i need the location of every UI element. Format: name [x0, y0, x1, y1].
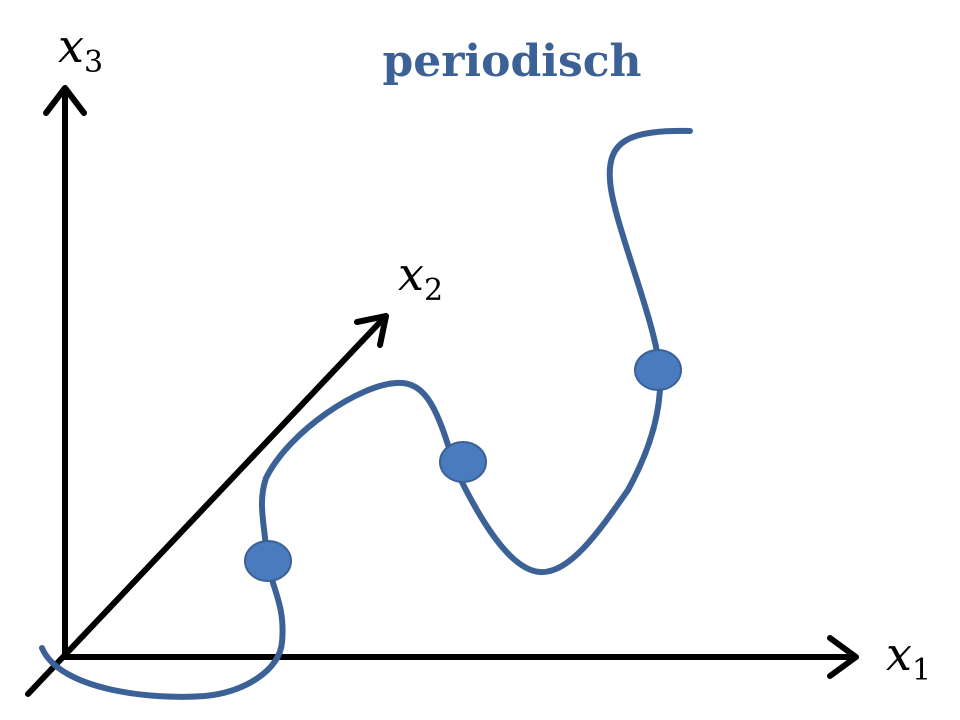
curve-point	[244, 540, 292, 582]
trajectory-curve	[39, 127, 693, 700]
points-group	[244, 349, 682, 582]
diagram-title: periodisch	[382, 36, 641, 87]
axis-label-x3: x3	[58, 19, 103, 80]
axis-x1-arrowhead	[827, 635, 859, 679]
axis-x2-arrowhead	[354, 313, 389, 348]
axis-x3-arrowhead	[43, 85, 87, 116]
curve-point	[439, 441, 487, 483]
axis-label-x2: x2	[398, 247, 443, 308]
axis-label-x1: x1	[886, 627, 931, 688]
axes	[25, 85, 859, 697]
curve-point	[634, 349, 682, 391]
axis-x2	[25, 317, 385, 697]
